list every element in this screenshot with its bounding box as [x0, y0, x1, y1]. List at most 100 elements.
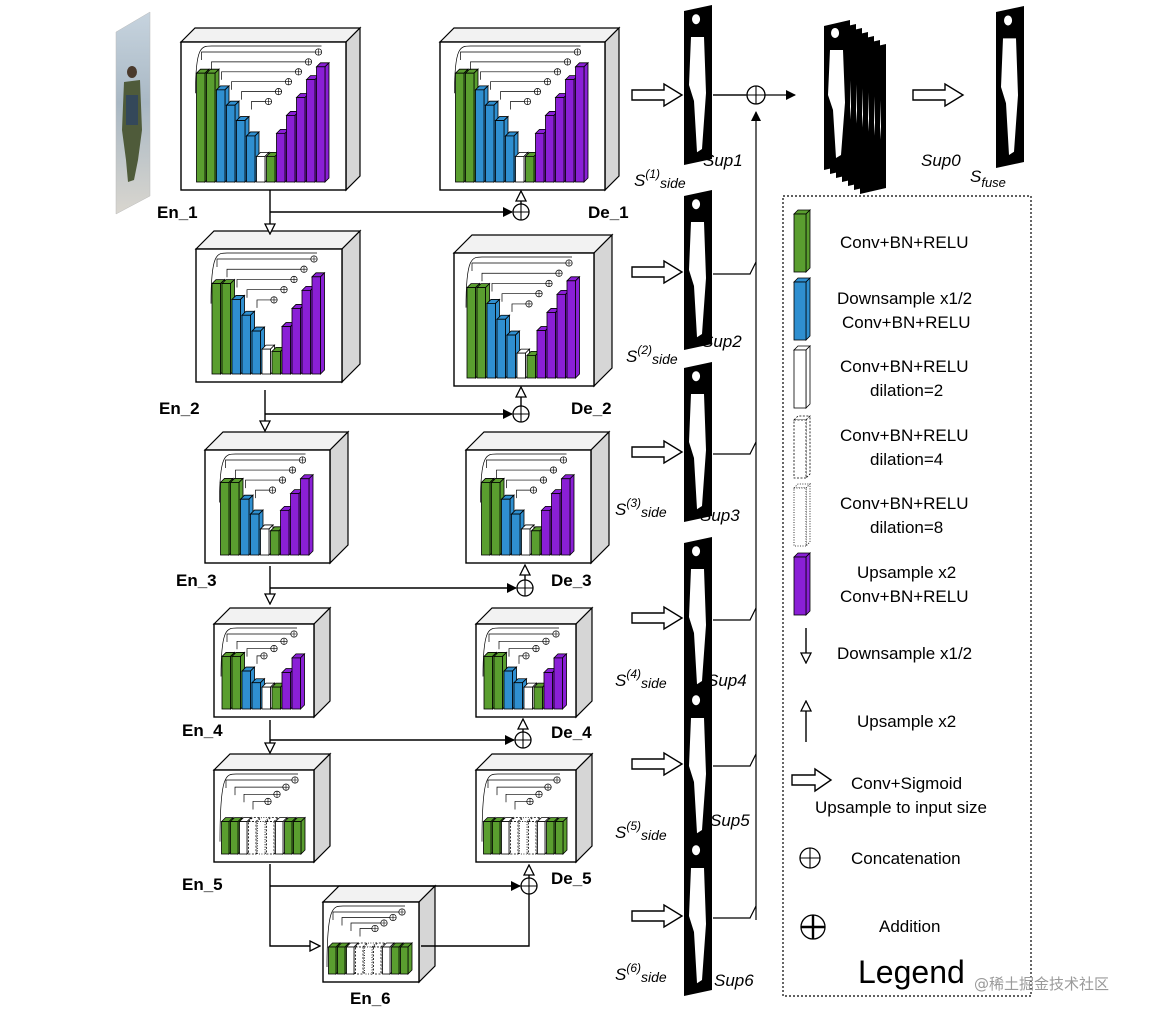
column-front — [528, 821, 537, 855]
side-arrow-5 — [631, 751, 684, 777]
connections — [265, 190, 538, 946]
cube-column — [251, 326, 266, 375]
skip-plus-mark — [554, 68, 561, 75]
cube-column — [500, 494, 515, 556]
side-outputs — [631, 5, 1024, 996]
skip-plus-mark — [315, 49, 322, 55]
skip-link — [490, 81, 545, 90]
column-front — [291, 308, 301, 375]
skip-link — [505, 793, 536, 803]
column-front — [476, 287, 486, 379]
skip-plus-mark — [560, 457, 567, 463]
side-labels: S(1)side Sup1 S(2)side Sup2 S(3)side Sup… — [615, 151, 1006, 990]
column-front — [491, 482, 501, 556]
legend-item-3-line2: dilation=2 — [870, 381, 943, 400]
column-front — [248, 821, 257, 855]
rsu-blocks — [179, 26, 621, 984]
column-front — [541, 509, 551, 556]
skip-plus-mark — [545, 784, 551, 791]
skip-plus-mark — [530, 487, 537, 494]
column-front — [220, 482, 230, 556]
column-front — [391, 946, 400, 975]
column-front — [261, 686, 271, 710]
column-front — [526, 354, 536, 379]
encoder-label-1: En_1 — [157, 203, 198, 222]
skip-plus-mark — [301, 266, 307, 273]
encoder-label-6: En_6 — [350, 989, 391, 1008]
skip-plus-mark — [311, 256, 317, 262]
column-front — [475, 89, 485, 183]
skip-link — [241, 91, 276, 100]
encoder-label-4: En_4 — [182, 721, 223, 740]
skip-plus-mark — [524, 98, 531, 105]
skip-link — [341, 917, 390, 926]
concat-cross — [517, 580, 533, 596]
column-front — [555, 821, 564, 855]
side-label-1: S(1)side — [634, 167, 686, 191]
skip-plus-mark — [269, 487, 276, 494]
column-front — [513, 682, 523, 710]
cube-column — [566, 275, 581, 379]
skip-link — [491, 283, 546, 292]
column-front — [211, 283, 221, 375]
column-front — [270, 530, 280, 556]
skip-link — [511, 303, 526, 312]
column-front — [280, 509, 290, 556]
sup0-label: Sup0 — [921, 151, 961, 170]
encoder-label-5: En_5 — [182, 875, 223, 894]
skip-link — [514, 801, 527, 810]
residual-link — [210, 252, 317, 304]
column-front — [561, 478, 571, 556]
encoder-label-2: En_2 — [159, 399, 200, 418]
map-silhouette — [828, 28, 845, 158]
column-side — [805, 415, 811, 479]
skip-plus-mark — [526, 300, 532, 307]
side-label-4: S(4)side — [615, 667, 667, 691]
column-front — [290, 493, 300, 556]
skip-link — [225, 459, 300, 468]
sup-label-2: Sup2 — [702, 332, 742, 351]
column-front — [525, 155, 535, 183]
legend-icon-white — [793, 345, 811, 409]
skip-link — [235, 469, 290, 479]
column-front — [300, 478, 310, 556]
column-front — [481, 482, 491, 556]
column-front — [553, 657, 563, 710]
skip-link — [480, 71, 555, 80]
side-map-1 — [684, 5, 712, 165]
skip-link — [488, 633, 553, 642]
de2-block — [452, 233, 614, 388]
skip-plus-mark — [295, 68, 302, 75]
column-front — [256, 155, 266, 183]
map-silhouette — [689, 199, 706, 338]
stacked-map — [824, 20, 850, 170]
column-front — [206, 72, 216, 183]
cube-top-face — [474, 607, 594, 625]
column-front — [533, 686, 543, 710]
skip-plus-mark — [265, 798, 271, 805]
side-label-5: S(5)side — [615, 819, 667, 843]
skip-link — [496, 786, 545, 796]
skip-plus-mark — [281, 286, 287, 293]
column-front — [793, 556, 807, 616]
column-side — [569, 473, 575, 556]
skip-link — [246, 289, 281, 298]
fused-map — [996, 6, 1024, 168]
decoder-label-3: De_3 — [551, 571, 592, 590]
column-front — [510, 821, 519, 855]
cube-column — [299, 473, 314, 556]
concat-de1 — [512, 203, 530, 221]
skip-link — [460, 51, 575, 60]
column-front — [501, 498, 511, 556]
skip-link — [246, 648, 271, 657]
skip-link — [211, 61, 306, 70]
column-front — [276, 132, 286, 183]
skip-link — [256, 655, 261, 664]
en2-block — [194, 229, 362, 384]
column-front — [486, 303, 496, 379]
cube-side-face — [313, 752, 331, 864]
en3-block — [203, 430, 350, 565]
skip-plus-mark — [554, 777, 560, 783]
column-front — [293, 821, 302, 855]
decoder-labels: De_1 De_2 De_3 De_4 De_5 — [551, 203, 629, 888]
